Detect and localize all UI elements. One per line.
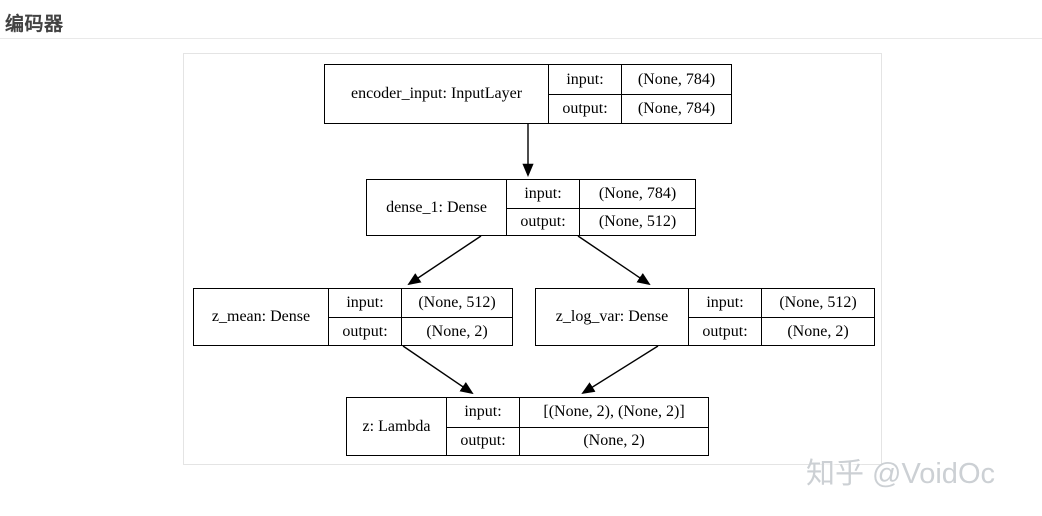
node-encoder-input: encoder_input: InputLayer input: (None, … bbox=[324, 64, 732, 124]
input-label: input: bbox=[507, 180, 580, 208]
output-label: output: bbox=[549, 95, 622, 123]
input-shape: (None, 784) bbox=[598, 184, 677, 202]
input-shape: (None, 512) bbox=[418, 294, 496, 311]
node-z-lambda-title: z: Lambda bbox=[347, 398, 447, 455]
node-encoder-input-title: encoder_input: InputLayer bbox=[325, 65, 549, 123]
node-z-log-var-io-table: input: (None, 512) output: (None, 2) bbox=[689, 289, 874, 345]
output-shape: (None, 784) bbox=[637, 100, 716, 117]
output-shape: (None, 2) bbox=[787, 322, 849, 340]
input-shape: [(None, 2), (None, 2)] bbox=[543, 403, 685, 421]
input-label: input: bbox=[447, 398, 520, 427]
node-z-lambda: z: Lambda input: [(None, 2), (None, 2)] … bbox=[346, 397, 709, 456]
node-dense-1-title: dense_1: Dense bbox=[367, 180, 507, 235]
input-label: input: bbox=[329, 289, 402, 317]
output-shape: (None, 2) bbox=[426, 322, 488, 340]
node-encoder-input-io-table: input: (None, 784) output: (None, 784) bbox=[549, 65, 731, 123]
output-label: output: bbox=[689, 318, 762, 345]
input-label: input: bbox=[689, 289, 762, 317]
node-z-mean-title: z_mean: Dense bbox=[194, 289, 329, 345]
output-label: output: bbox=[447, 427, 520, 455]
edge-z-mean-to-z bbox=[402, 345, 474, 395]
node-z-lambda-io-table: input: [(None, 2), (None, 2)] output: (N… bbox=[447, 398, 708, 455]
output-label: output: bbox=[329, 318, 402, 345]
edge-z-log-var-to-z bbox=[581, 345, 659, 395]
node-z-log-var: z_log_var: Dense input: (None, 512) outp… bbox=[535, 288, 875, 346]
node-z-log-var-title: z_log_var: Dense bbox=[536, 289, 689, 345]
node-z-mean-io-table: input: (None, 512) output: (None, 2) bbox=[329, 289, 512, 345]
output-shape: (None, 512) bbox=[598, 212, 677, 230]
node-dense-1: dense_1: Dense input: (None, 784) output… bbox=[366, 179, 696, 236]
input-shape: (None, 784) bbox=[637, 70, 716, 88]
zhihu-watermark: 知乎 @VoidOc bbox=[806, 458, 995, 490]
output-shape: (None, 2) bbox=[583, 432, 645, 450]
title-divider bbox=[0, 38, 1042, 39]
edge-dense-1-to-z-mean bbox=[407, 235, 482, 286]
node-dense-1-io-table: input: (None, 784) output: (None, 512) bbox=[507, 180, 695, 235]
edge-dense-1-to-z-log-var bbox=[577, 235, 651, 286]
page-title: 编码器 bbox=[5, 14, 64, 35]
input-label: input: bbox=[549, 65, 622, 94]
input-shape: (None, 512) bbox=[779, 294, 857, 311]
node-z-mean: z_mean: Dense input: (None, 512) output:… bbox=[193, 288, 513, 346]
output-label: output: bbox=[507, 208, 580, 235]
model-diagram-panel: encoder_input: InputLayer input: (None, … bbox=[183, 53, 882, 465]
